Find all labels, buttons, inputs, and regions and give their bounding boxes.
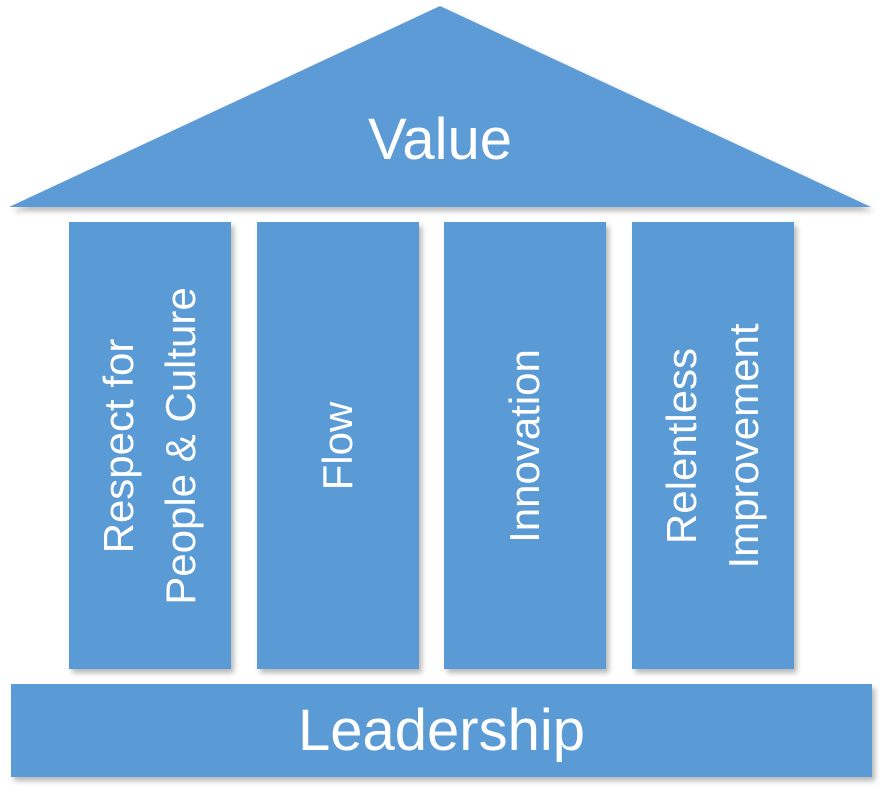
roof-label: Value	[367, 107, 513, 172]
pillar-relentless-improvement: Relentless Improvement	[632, 222, 794, 669]
pillar-respect: Respect for People & Culture	[69, 222, 231, 669]
base-label: Leadership	[298, 698, 585, 763]
pillar-flow: Flow	[257, 222, 419, 669]
pillar-label: Innovation	[501, 348, 548, 543]
pillar-innovation: Innovation	[444, 222, 606, 669]
roof-shape	[9, 6, 871, 207]
pillar-label: Respect for People & Culture	[95, 286, 204, 605]
pillar-label: Relentless Improvement	[658, 322, 767, 569]
pillar-label: Flow	[314, 401, 361, 490]
foundation-base: Leadership	[11, 684, 872, 777]
